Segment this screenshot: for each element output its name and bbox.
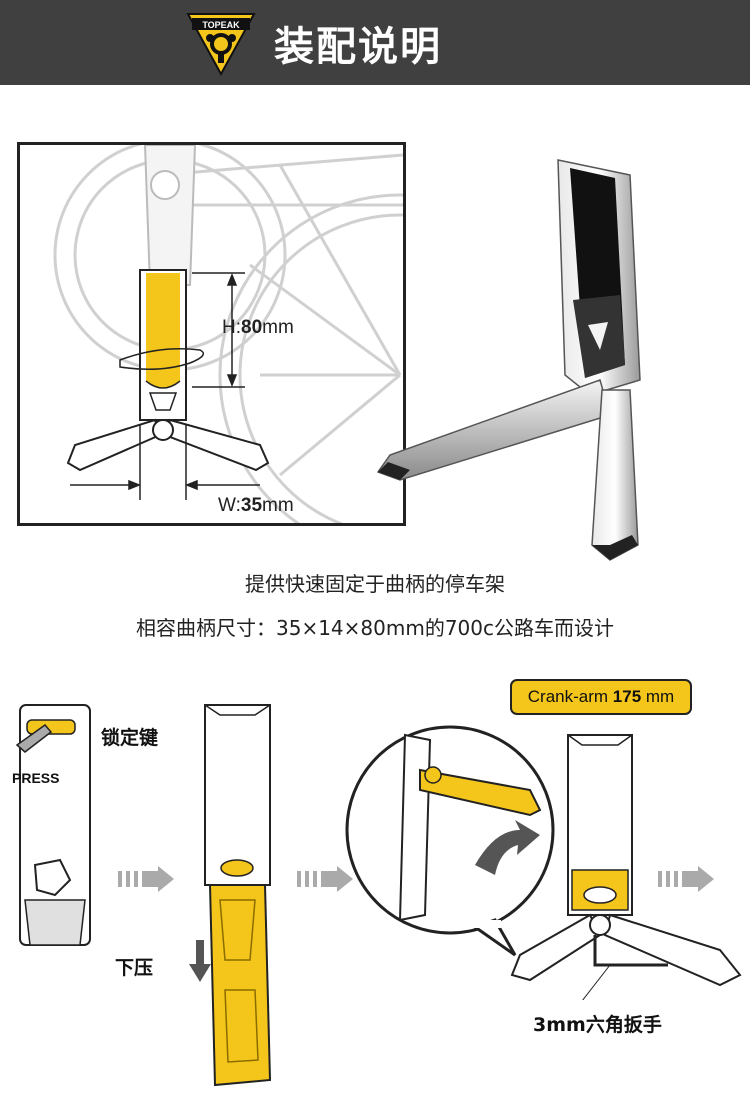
header-bar: TOPEAK 装配说明 xyxy=(0,0,750,85)
dimension-diagram: H:80mm W:35mm xyxy=(17,142,406,526)
next-step-arrow-icon xyxy=(658,866,714,892)
topeak-logo: TOPEAK xyxy=(186,13,256,76)
crank-arm-badge: Crank-arm 175 mm xyxy=(510,679,692,715)
next-step-arrow-icon xyxy=(118,866,174,892)
step3-detail-illustration xyxy=(345,725,555,957)
caption-line-1: 提供快速固定于曲柄的停车架 xyxy=(245,572,505,596)
down-arrow-icon xyxy=(189,940,211,982)
step1-holder-illustration xyxy=(15,704,91,946)
caption-line-2: 相容曲柄尺寸：35×14×80mm的700c公路车而设计 xyxy=(136,616,614,640)
lock-key-label: 锁定键 xyxy=(101,727,159,749)
brand-text: TOPEAK xyxy=(202,20,240,30)
crank-mount-illustration xyxy=(53,145,403,523)
next-step-arrow-icon xyxy=(297,866,353,892)
product-photo xyxy=(376,159,641,561)
push-down-label: 下压 xyxy=(115,957,154,979)
press-label: PRESS xyxy=(12,770,60,786)
page-title: 装配说明 xyxy=(274,24,442,70)
height-dimension-label: H:80mm xyxy=(222,317,294,338)
width-dimension-label: W:35mm xyxy=(218,495,294,516)
hex-wrench-label: 3mm六角扳手 xyxy=(533,1014,662,1036)
step2-holder-illustration xyxy=(204,704,272,1087)
step4-installed-illustration xyxy=(510,734,742,1000)
